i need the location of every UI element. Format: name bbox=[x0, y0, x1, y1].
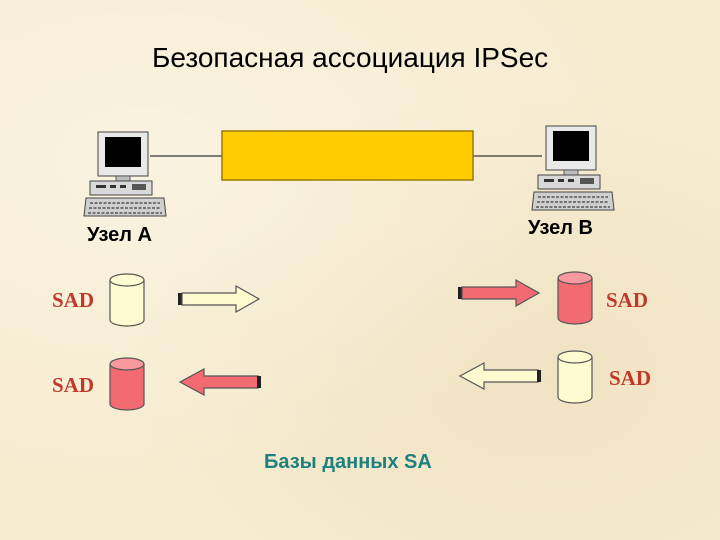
arrow-right-icon bbox=[178, 284, 261, 314]
computer-b-icon bbox=[531, 125, 615, 211]
computer-a-icon bbox=[83, 131, 167, 217]
node-b-label: Узел В bbox=[528, 217, 593, 239]
database-icon bbox=[557, 271, 593, 325]
arrow-left-icon bbox=[458, 361, 541, 391]
sad-label: SAD bbox=[52, 288, 95, 312]
node-a-label: Узел А bbox=[87, 224, 152, 246]
caption: Базы данных SA bbox=[264, 451, 432, 473]
sad-label: SAD bbox=[52, 373, 95, 397]
page-title: Безопасная ассоциация IPSec bbox=[152, 42, 549, 73]
arrow-left-icon bbox=[178, 367, 261, 397]
database-icon bbox=[109, 357, 145, 411]
sad-label: SAD bbox=[606, 288, 649, 312]
arrow-right-icon bbox=[458, 278, 541, 308]
sad-label: SAD bbox=[609, 366, 652, 390]
database-icon bbox=[557, 350, 593, 404]
database-icon bbox=[109, 273, 145, 327]
